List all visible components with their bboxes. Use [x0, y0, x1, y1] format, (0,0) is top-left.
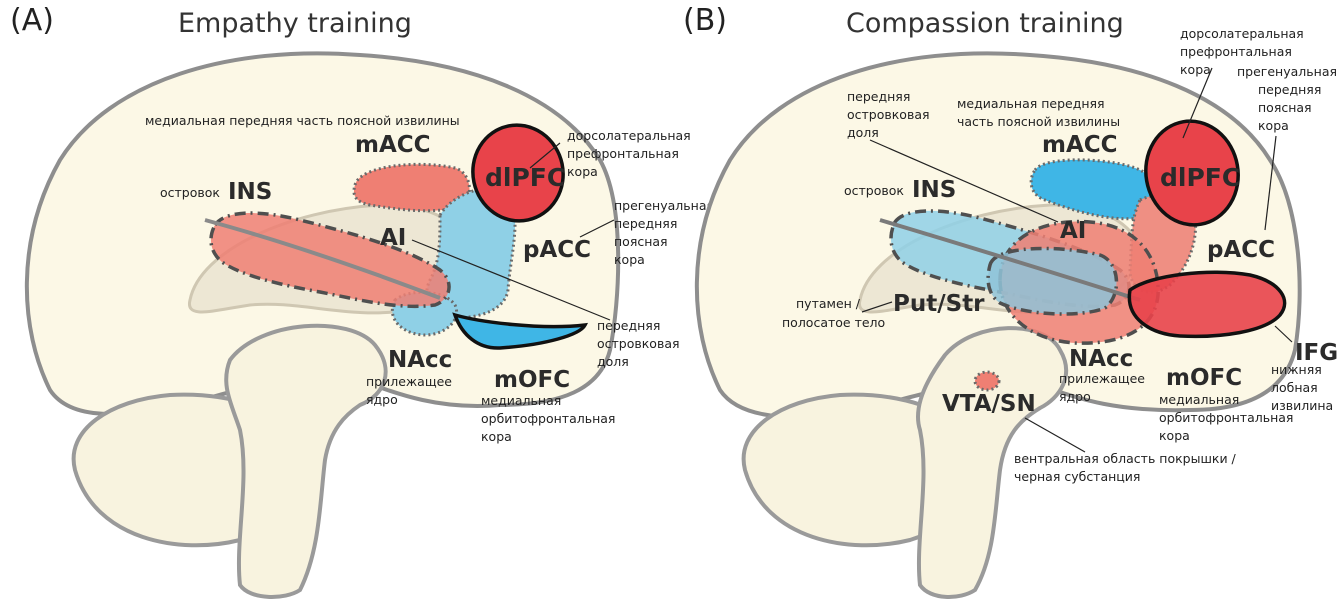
panel-a: (A) Empathy training mACC медиальная пер…	[10, 3, 714, 599]
panel-a-ai-leader	[411, 239, 611, 321]
panel-a-mofc-label: mOFC	[494, 367, 570, 393]
panel-a-dlpfc-leader	[529, 142, 561, 169]
panel-a-nacc-ru-2: ядро	[366, 392, 398, 407]
panel-b-macc-ru-1: медиальная передняя	[957, 96, 1105, 111]
panel-b-nacc-ru-2: ядро	[1059, 389, 1091, 404]
panel-b-vtasn-ru-2: черная субстанция	[1014, 469, 1140, 484]
panel-a-ins-label: INS	[228, 179, 272, 205]
panel-b-dlpfc-leader	[1182, 67, 1213, 139]
panel-a-macc-label: mACC	[355, 132, 431, 158]
panel-a-ai-ru-2: островковая	[597, 336, 680, 351]
panel-b-vtasn-leader	[1024, 417, 1086, 453]
panel-a-title: Empathy training	[178, 8, 412, 39]
panel-b-pacc-ru-2: передняя	[1258, 82, 1321, 97]
panel-b-nacc-ru-1: прилежащее	[1059, 371, 1145, 386]
panel-a-ai-ru-3: доля	[597, 354, 629, 369]
panel-a-mofc-ru-1: медиальная	[481, 393, 561, 408]
panel-b-title: Compassion training	[846, 8, 1124, 39]
panel-b-ifg-ru-3: извилина	[1271, 398, 1333, 413]
panel-b-macc-ru-2: часть поясной извилины	[957, 114, 1120, 129]
panel-b-mofc-ru-2: орбитофронтальная	[1159, 410, 1293, 425]
panel-b-ifg-ru-2: лобная	[1271, 380, 1318, 395]
panel-b-ai-label: AI	[1060, 218, 1086, 244]
panel-b-brainstem	[916, 326, 1068, 599]
panel-b-ifg-region	[1127, 270, 1287, 339]
panel-b-pacc-ru-3: поясная	[1258, 100, 1312, 115]
panel-b-pacc-ru-1: прегенуальная	[1237, 64, 1337, 79]
panel-b-ifg-ru-1: нижняя	[1271, 362, 1322, 377]
panel-a-macc-ru: медиальная передняя часть поясной извили…	[145, 113, 460, 128]
panel-a-nacc-ru-1: прилежащее	[366, 374, 452, 389]
panel-b-pacc-ru-4: кора	[1258, 118, 1289, 133]
panel-b-mofc-ru-3: кора	[1159, 428, 1190, 443]
panel-a-mofc-ru-3: кора	[481, 429, 512, 444]
panel-a-ins-ru: островок	[160, 185, 220, 200]
panel-a-pacc-ru-2: передняя	[614, 216, 677, 231]
panel-b-putstr-ru-2: полосатое тело	[782, 315, 885, 330]
panel-b-mofc-ru-1: медиальная	[1159, 392, 1239, 407]
panel-b-ins-label: INS	[912, 177, 956, 203]
panel-b-dlpfc-ru-1: дорсолатеральная	[1180, 26, 1304, 41]
panel-a-pacc-ru-3: поясная	[614, 234, 668, 249]
panel-b-mofc-label: mOFC	[1166, 365, 1242, 391]
panel-a-dlpfc-ru-2: префронтальная	[567, 146, 679, 161]
panel-b-pacc-leader	[1264, 135, 1277, 231]
panel-a-dlpfc-ru-1: дорсолатеральная	[567, 128, 691, 143]
panel-b-putstr-label: Put/Str	[893, 291, 985, 317]
panel-b-ai-ru-2: островковая	[847, 107, 930, 122]
panel-a-pacc-ru-4: кора	[614, 252, 645, 267]
panel-b-macc-label: mACC	[1042, 132, 1118, 158]
panel-a-macc-region	[352, 162, 471, 213]
panel-a-pacc-leader	[579, 219, 615, 238]
panel-a-ai-ru-1: передняя	[597, 318, 660, 333]
panel-a-ai-label: AI	[380, 225, 406, 251]
panel-b-ins-ru: островок	[844, 183, 904, 198]
panel-a-letter: (A)	[10, 3, 54, 38]
panel-a-mofc-ru-2: орбитофронтальная	[481, 411, 615, 426]
panel-a-brainstem	[224, 323, 388, 599]
panel-b-macc-region	[1029, 158, 1157, 221]
panel-b-nacc-label: NAcc	[1069, 346, 1133, 372]
panel-a-insula-line	[204, 218, 441, 300]
panel-b-dlpfc-ru-2: префронтальная	[1180, 44, 1292, 59]
panel-b: (B) Compassion training mACC медиальная …	[683, 3, 1337, 599]
panel-b-insula-line	[879, 218, 1141, 302]
panel-b-ifg-leader	[1274, 325, 1293, 343]
panel-b-pacc-label: pACC	[1207, 237, 1275, 263]
panel-a-nacc-label: NAcc	[388, 347, 452, 373]
panel-b-putstr-ru-1: путамен /	[796, 296, 861, 311]
panel-b-dlpfc-ru-3: кора	[1180, 62, 1211, 77]
panel-a-dlpfc-label: dlPFC	[485, 163, 565, 192]
panel-b-ifg-label: IFG	[1295, 340, 1337, 366]
panel-a-dlpfc-ru-3: кора	[567, 164, 598, 179]
panel-b-ai-ru-3: доля	[847, 125, 879, 140]
panel-b-dlpfc-region	[1144, 119, 1240, 227]
panel-a-pacc-ru-1: прегенуальная	[614, 198, 714, 213]
panel-b-putstr-region	[986, 246, 1119, 316]
panel-a-mofc-region	[452, 312, 589, 350]
panel-b-ai-leader	[869, 139, 1059, 223]
panel-b-vtasn-region	[973, 370, 1001, 392]
panel-b-letter: (B)	[683, 3, 727, 38]
panel-b-vtasn-label: VTA/SN	[942, 391, 1036, 417]
panel-b-vtasn-ru-1: вентральная область покрышки /	[1014, 451, 1237, 466]
panel-a-pacc-label: pACC	[523, 237, 591, 263]
panel-b-ai-ru-1: передняя	[847, 89, 910, 104]
panel-b-dlpfc-label: dlPFC	[1160, 163, 1240, 192]
panel-b-putstr-leader	[861, 301, 893, 313]
panel-a-dlpfc-region	[471, 123, 565, 223]
